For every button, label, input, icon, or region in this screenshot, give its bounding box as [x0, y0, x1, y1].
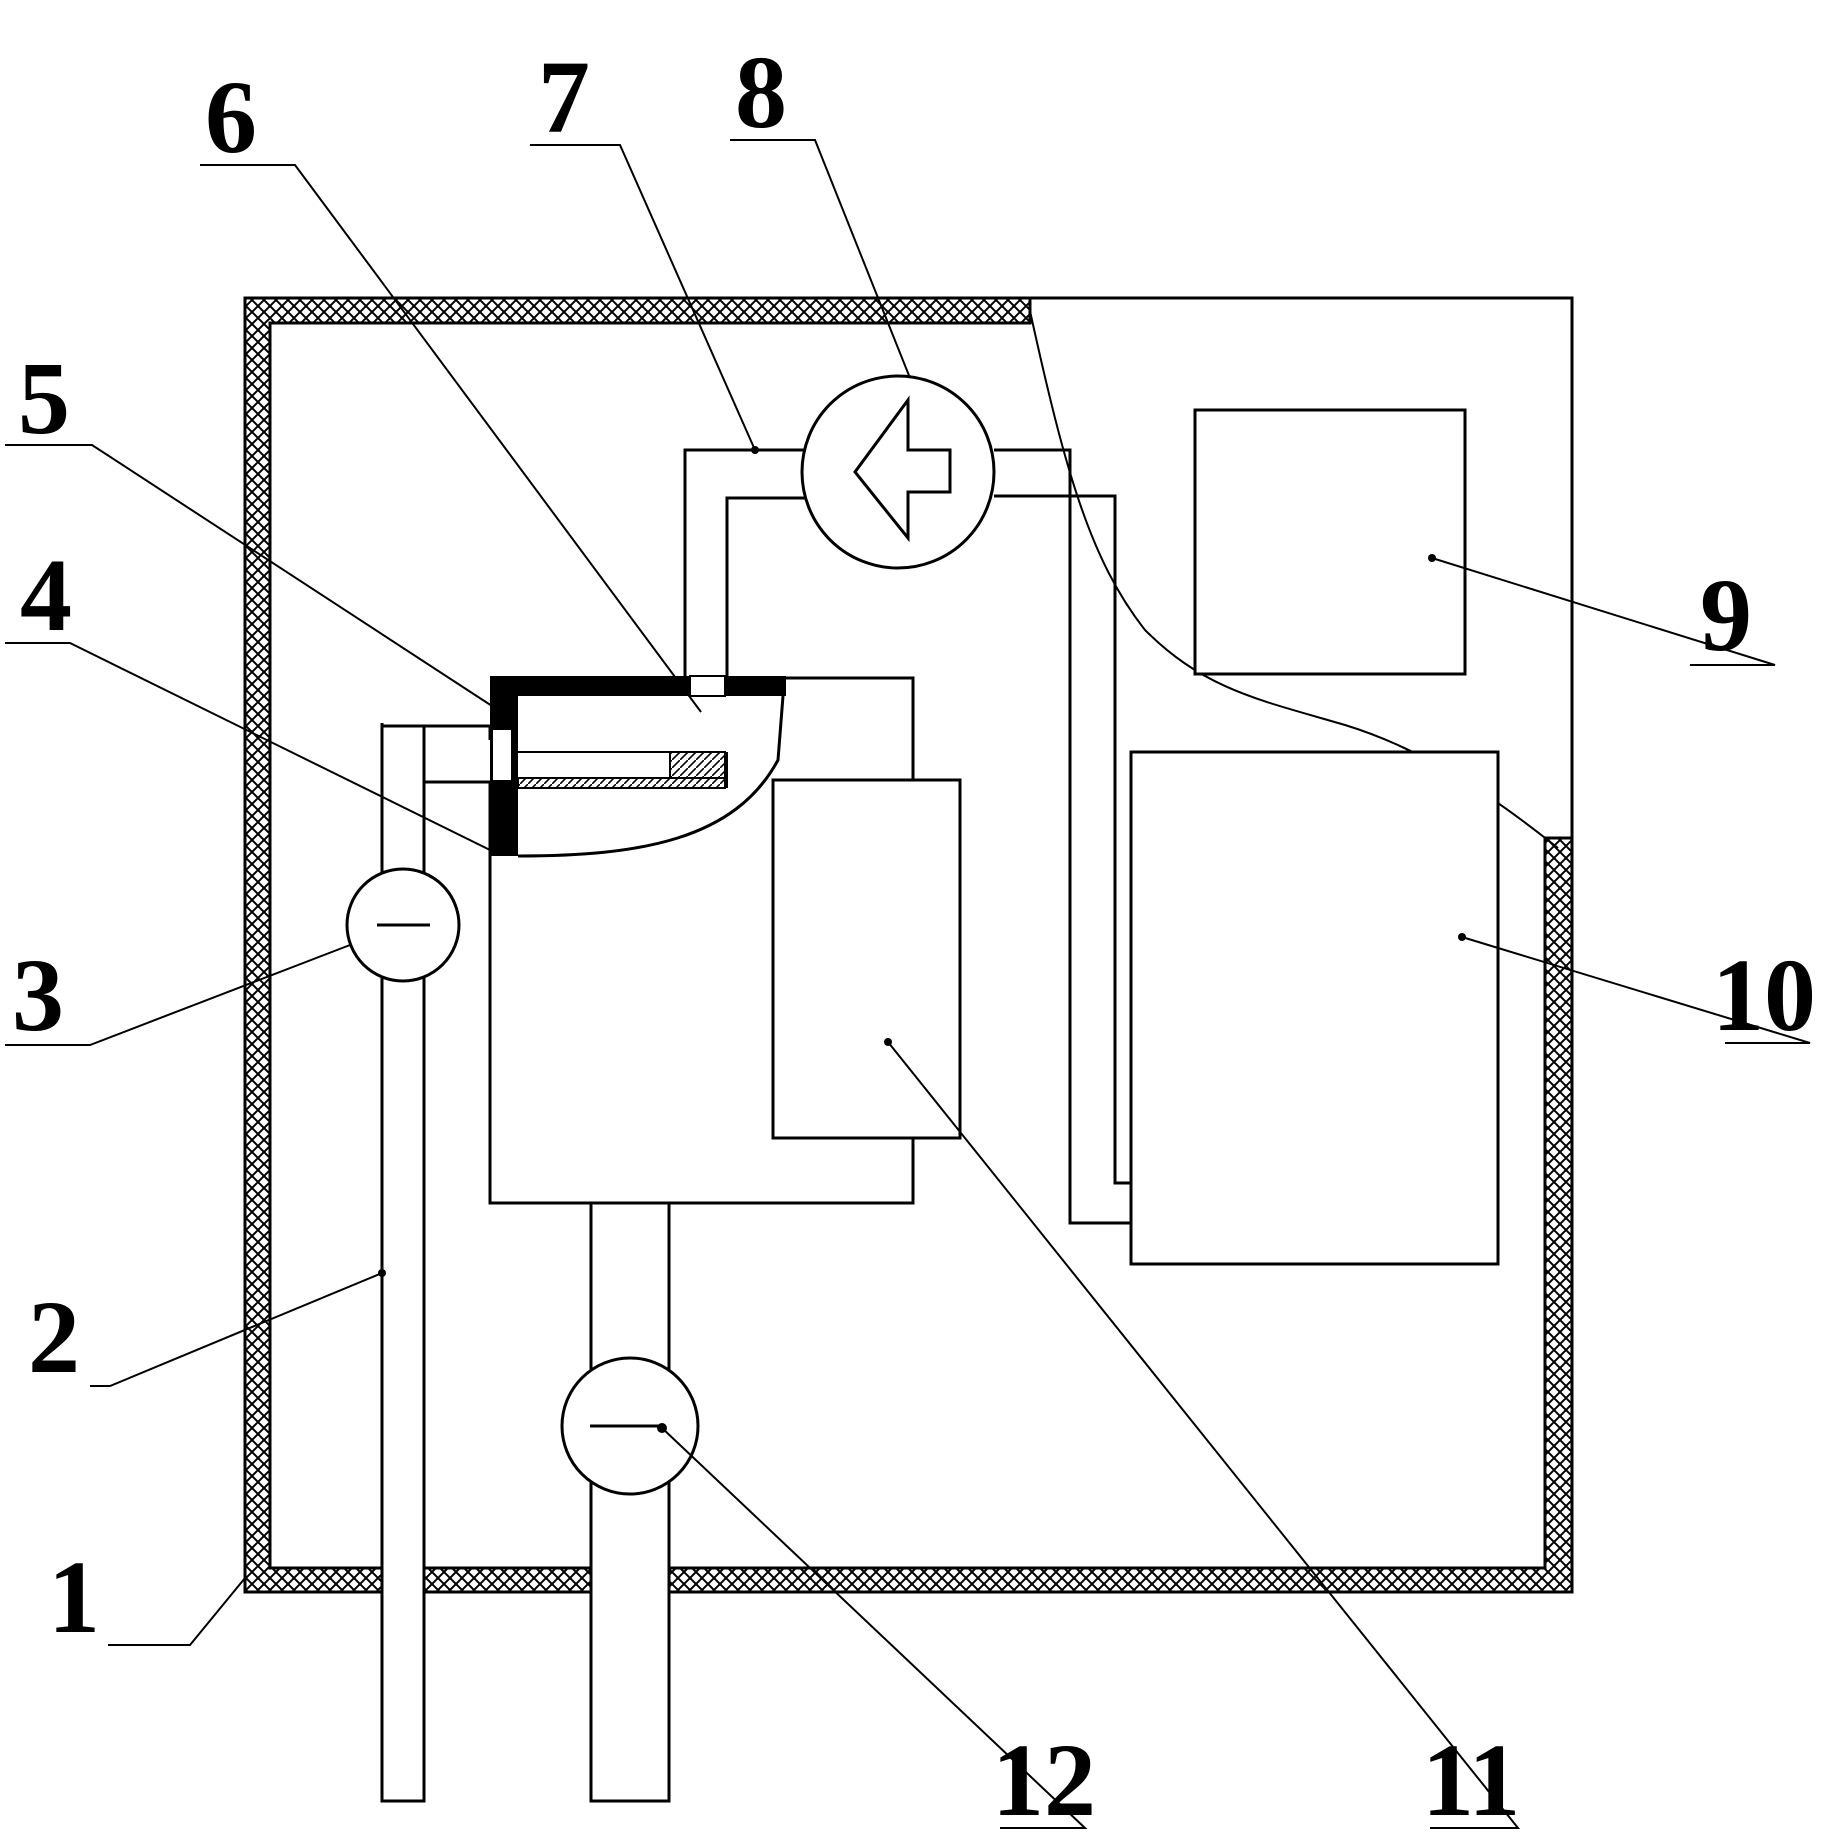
- label-2: 2: [28, 1280, 80, 1395]
- label-11: 11: [1422, 1723, 1520, 1838]
- side-unit: [771, 778, 962, 1140]
- label-6: 6: [205, 60, 257, 175]
- label-5: 5: [18, 341, 70, 456]
- label-8: 8: [735, 35, 787, 150]
- inlet-nozzle-assembly: [424, 675, 786, 858]
- main-vessel: [488, 676, 915, 1205]
- outlet-pipe: [589, 1201, 671, 1803]
- leader-lines: [5, 139, 1811, 1829]
- label-4: 4: [20, 538, 72, 653]
- return-pipe: [994, 448, 1131, 1225]
- outlet-valve: [560, 1356, 700, 1496]
- control-box: [1193, 408, 1467, 676]
- label-10: 10: [1712, 938, 1816, 1053]
- circulation-pipe: [683, 448, 812, 676]
- label-1: 1: [48, 1540, 100, 1655]
- inlet-valve: [345, 867, 461, 983]
- circulation-pump: [800, 374, 996, 570]
- label-3: 3: [12, 938, 64, 1053]
- label-12: 12: [992, 1723, 1096, 1838]
- housing-right-section: [1030, 296, 1574, 838]
- label-9: 9: [1700, 558, 1752, 673]
- label-7: 7: [538, 40, 590, 155]
- storage-tank: [1129, 750, 1500, 1266]
